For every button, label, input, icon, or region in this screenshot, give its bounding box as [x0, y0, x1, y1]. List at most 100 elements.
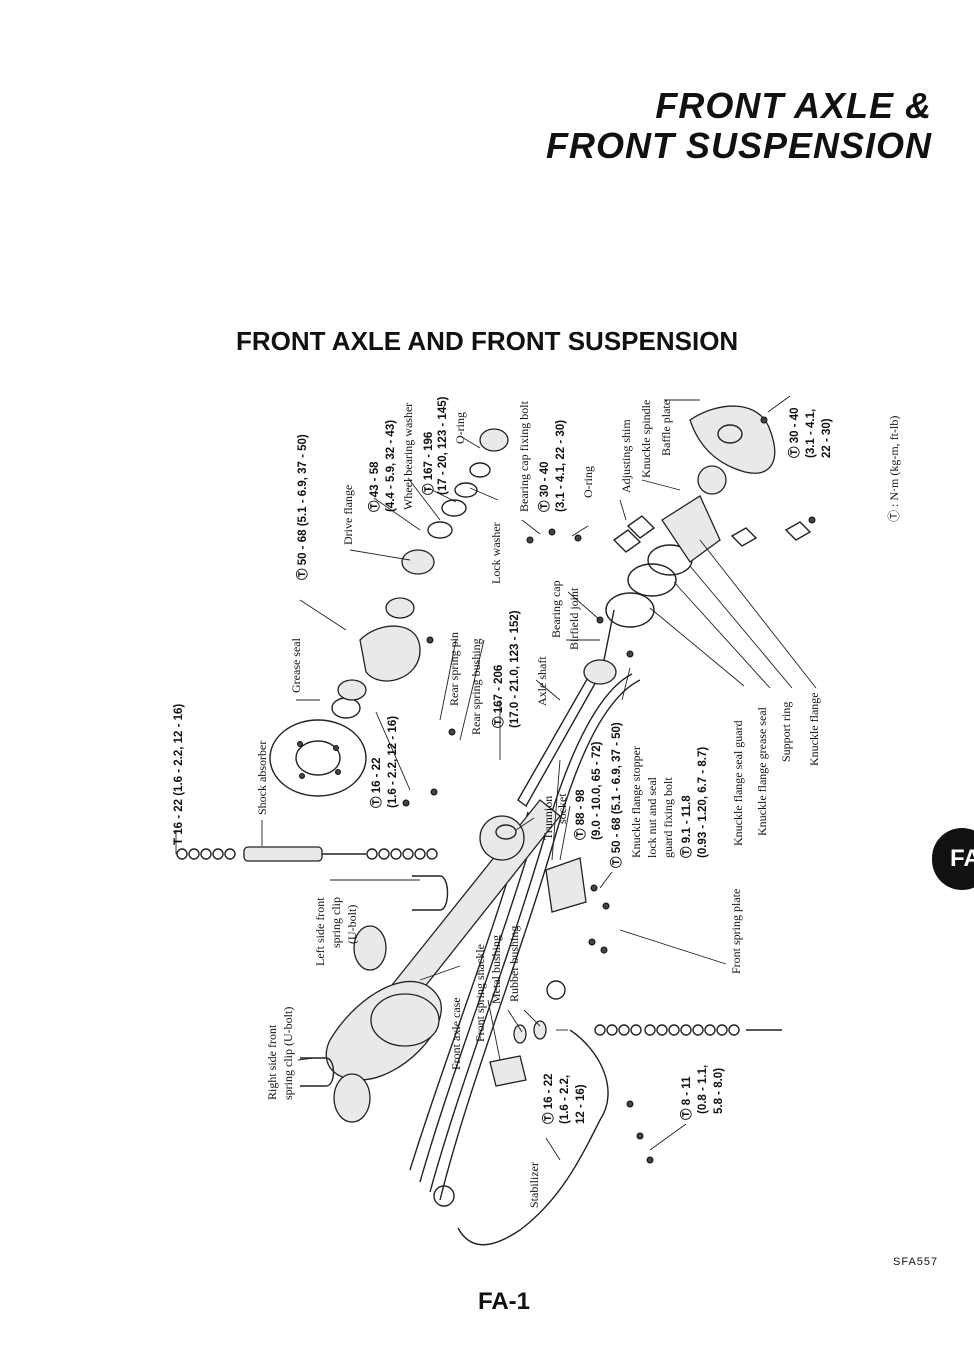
u-bolt: [412, 875, 449, 911]
label-t-16-22-stab-a: Ⓣ 16 - 22: [541, 1074, 555, 1125]
label-rubber-bushing: Rubber bushing: [507, 926, 521, 1002]
label-wheel-bearing-washer: Wheel bearing washer: [401, 403, 415, 510]
adjusting-shim: [626, 515, 656, 539]
u-bolt: [300, 1057, 335, 1087]
label-stabilizer: Stabilizer: [527, 1162, 541, 1208]
figure-code: SFA557: [893, 1256, 939, 1268]
differential-cover: [370, 993, 440, 1047]
label-t-50-68-drive: Ⓣ 50 - 68 (5.1 - 6.9, 37 - 50): [295, 434, 309, 580]
shock-absorber-washers: [176, 848, 438, 860]
label-t-8-11-b: (0.8 - 1.1,: [697, 1065, 709, 1114]
rubber-bushing: [533, 1020, 547, 1040]
label-seal-guard: Knuckle flange seal guard: [731, 720, 745, 846]
label-o-ring-top: O-ring: [453, 412, 467, 444]
label-left-clip-b: spring clip: [329, 897, 343, 948]
adjusting-shim: [784, 521, 812, 541]
trunnion-socket-inner: [495, 824, 517, 840]
label-axle-shaft: Axle shaft: [535, 656, 549, 706]
label-shock-absorber: Shock absorber: [255, 741, 269, 815]
label-grease-seal: Grease seal: [289, 637, 303, 693]
label-t-8-11-a: Ⓣ 8 - 11: [679, 1076, 693, 1120]
hub-bearing: [385, 597, 415, 619]
leaf-spring: [439, 679, 641, 1201]
section-title-line2: FRONT SUSPENSION: [545, 125, 932, 166]
label-t-167-196-a: Ⓣ 167 - 196: [421, 432, 435, 495]
label-front-spring-plate: Front spring plate: [729, 889, 743, 974]
bearing: [337, 679, 367, 701]
brake-rotor: [269, 719, 367, 797]
label-t-16-22-top: T 16 - 22 (1.6 - 2.2, 12 - 16): [173, 704, 185, 845]
label-t-43-58-a: Ⓣ 43 - 58: [367, 461, 381, 512]
label-t-9-11-b: (0.93 - 1.20, 6.7 - 8.7): [697, 747, 709, 858]
label-grease-seal-knuckle: Knuckle flange grease seal: [755, 706, 769, 836]
label-t-30-40-baffle-a: Ⓣ 30 - 40: [787, 408, 801, 459]
label-t-16-22-stab-c: 12 - 16): [575, 1084, 587, 1124]
metal-bushing: [513, 1024, 527, 1044]
adjusting-shim: [730, 527, 758, 547]
label-bearing-cap-fixing-bolt: Bearing cap fixing bolt: [517, 400, 531, 512]
label-knuckle-stopper-c: guard fixing bolt: [661, 777, 675, 858]
label-rear-spring-pin: Rear spring pin: [447, 632, 461, 706]
label-t-9-11-a: Ⓣ 9.1 - 11.8: [679, 795, 693, 858]
page-number: FA-1: [478, 1288, 531, 1315]
label-front-axle-case: Front axle case: [449, 997, 463, 1070]
label-trunnion-a: Trunnion: [541, 796, 555, 840]
front-spring-plate: [545, 857, 587, 913]
label-t-43-58-b: (4.4 - 5.9, 32 - 43): [385, 420, 397, 512]
label-t-30-40-cap-b: (3.1 - 4.1, 22 - 30): [555, 420, 567, 512]
leaf-spring-layer: [419, 813, 541, 1183]
label-adjusting-shim: Adjusting shim: [619, 419, 633, 493]
knuckle-spindle: [697, 465, 727, 495]
front-spring-shackle: [489, 1055, 527, 1087]
label-rear-spring-bushing: Rear spring bushing: [469, 638, 483, 735]
leader-lines: [175, 395, 817, 1161]
spring-eye: [433, 1185, 455, 1207]
section-tab-fa: FA: [932, 828, 974, 890]
leaf-spring-layer: [429, 673, 633, 1193]
label-left-clip-a: Left side front: [313, 897, 327, 966]
hub-cap: [479, 428, 509, 452]
label-t-88-98-a: Ⓣ 88 - 98: [573, 789, 587, 840]
label-knuckle-flange: Knuckle flange: [807, 692, 821, 766]
label-t-88-98-b: (9.0 - 10.0, 65 - 72): [591, 741, 603, 840]
knuckle-body: [661, 495, 721, 563]
axle-case-end: [333, 1073, 371, 1123]
label-t-16-22-stab-b: (1.6 - 2.2,: [559, 1075, 571, 1124]
drive-flange: [401, 549, 435, 575]
label-t-30-40-cap-a: Ⓣ 30 - 40: [537, 462, 551, 513]
label-t-16-22-rear-a: Ⓣ 16 - 22: [369, 758, 383, 809]
label-t-8-11-c: 5.8 - 8.0): [713, 1068, 725, 1114]
diagram-title: FRONT AXLE AND FRONT SUSPENSION: [236, 326, 739, 356]
label-knuckle-spindle: Knuckle spindle: [639, 400, 653, 478]
torque-legend: Ⓣ : N·m (kg-m, ft-lb): [887, 416, 901, 522]
label-metal-bushing: Metal bushing: [489, 935, 503, 1004]
label-drive-flange: Drive flange: [341, 485, 355, 545]
label-t-50-68-stopper: Ⓣ 50 - 68 (5.1 - 6.9, 37 - 50): [609, 722, 623, 868]
adjusting-shim: [612, 529, 642, 553]
label-o-ring-mid: O-ring: [581, 466, 595, 498]
label-t-16-22-rear-b: (1.6 - 2.2, 12 - 16): [387, 716, 399, 808]
label-baffle-plate: Baffle plate: [659, 400, 673, 456]
birfield-joint: [583, 659, 617, 685]
diagram-labels: T 16 - 22 (1.6 - 2.2, 12 - 16) Shock abs…: [173, 396, 901, 1208]
label-trunnion-b: socket: [555, 793, 569, 824]
label-right-clip-b: spring clip (U-bolt): [281, 1007, 295, 1100]
label-t-30-40-baffle-c: 22 - 30): [821, 418, 833, 458]
label-knuckle-stopper-a: Knuckle flange stopper: [629, 746, 643, 858]
label-knuckle-stopper-b: lock nut and seal: [645, 776, 659, 858]
label-t-167-206-a: Ⓣ 167 - 206: [491, 665, 505, 728]
support-ring: [627, 563, 677, 597]
label-front-spring-shackle: Front spring shackle: [473, 944, 487, 1042]
grease-seal-ring: [331, 697, 361, 719]
stabilizer-bar: [457, 1029, 609, 1246]
baffle-plate: [689, 405, 776, 474]
hub: [359, 625, 421, 682]
label-birfield-joint: Birfield joint: [567, 587, 581, 650]
label-t-167-196-b: (17 - 20, 123 - 145): [437, 396, 449, 495]
label-t-167-206-b: (17.0 - 21.0, 123 - 152): [509, 610, 521, 728]
label-left-clip-c: (U-bolt): [345, 905, 359, 944]
label-t-30-40-baffle-b: (3.1 - 4.1,: [805, 409, 817, 458]
section-title-line1: FRONT AXLE &: [655, 85, 932, 126]
label-bearing-cap: Bearing cap: [549, 580, 563, 638]
